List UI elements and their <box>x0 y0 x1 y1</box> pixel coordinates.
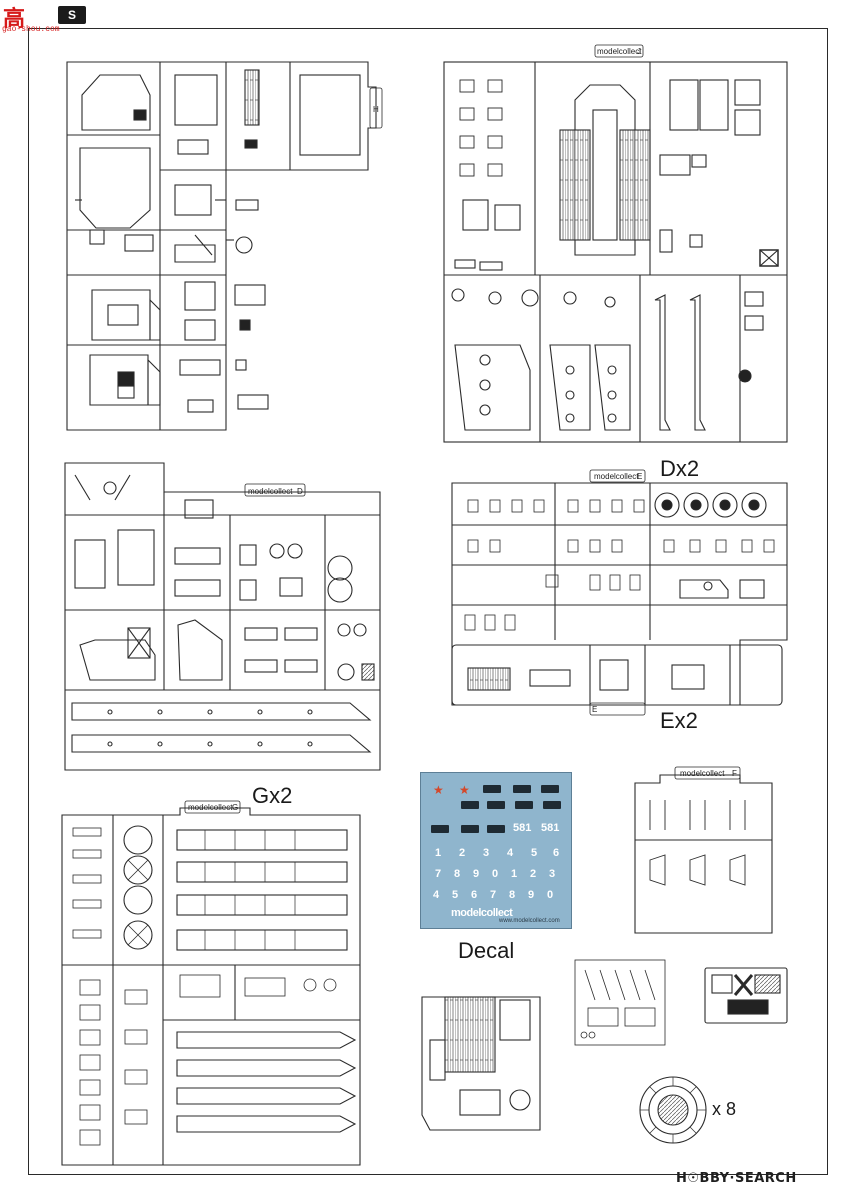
decal-number: 2 <box>530 868 537 880</box>
decal-marking <box>461 825 479 833</box>
decal-number: 4 <box>433 889 440 901</box>
decal-number: 7 <box>490 889 497 901</box>
tag-d-letter: D <box>297 487 303 496</box>
decal-caption: Decal <box>458 938 515 963</box>
decal-number: 3 <box>549 868 556 880</box>
tag-e-letter: E <box>637 472 642 481</box>
tag-e2-letter: E <box>592 705 597 714</box>
logo-url: gao-shou.com <box>2 25 60 34</box>
decal-number: 1 <box>511 868 518 880</box>
tag-f-letter: F <box>732 769 737 778</box>
footer-logo[interactable]: H☉BBY·SEARCH <box>676 1171 797 1186</box>
tag-j-brand: modelcollect <box>597 47 642 56</box>
decal-number: 8 <box>509 889 516 901</box>
decal-number: 6 <box>471 889 478 901</box>
wheel-multiplier: x 8 <box>712 1099 737 1119</box>
decal-marking <box>543 801 561 809</box>
page-frame <box>28 28 828 1175</box>
decal-number: 3 <box>483 847 490 859</box>
sprue-label-d: Dx2 <box>660 456 700 481</box>
tag-g-brand: modelcollect <box>188 803 233 812</box>
decal-number: 6 <box>553 847 560 859</box>
tag-h-letter: H <box>373 105 379 114</box>
decal-number: 9 <box>528 889 535 901</box>
wheel-part <box>639 1076 707 1144</box>
decal-number: 0 <box>547 889 554 901</box>
sprue-j <box>443 61 788 443</box>
decal-brand: modelcollect <box>451 907 513 919</box>
decal-number: 7 <box>435 868 442 880</box>
decal-number: 2 <box>459 847 466 859</box>
tag-d-brand: modelcollect <box>248 487 293 496</box>
hull-number: 581 <box>513 822 532 834</box>
decal-number: 1 <box>435 847 442 859</box>
logo-glyph: 高 <box>3 7 27 32</box>
tag-f-brand: modelcollect <box>680 769 725 778</box>
decal-marking <box>461 801 479 809</box>
decal-marking <box>483 785 501 793</box>
decal-number: 4 <box>507 847 514 859</box>
sprue-g <box>61 807 361 1166</box>
decal-marking <box>487 801 505 809</box>
tag-j-letter: J <box>637 47 641 56</box>
decal-marking <box>515 801 533 809</box>
decal-number: 8 <box>454 868 461 880</box>
sprue-label-g: Gx2 <box>252 783 293 808</box>
sprue-d <box>64 462 381 771</box>
decal-marking <box>541 785 559 793</box>
sprue-label-e: Ex2 <box>660 708 698 733</box>
decal-number: 5 <box>531 847 538 859</box>
photo-etch-1 <box>574 959 666 1046</box>
hull-part <box>421 996 541 1131</box>
photo-etch-2 <box>704 967 788 1024</box>
logo-badge: S <box>58 6 86 24</box>
decal-marking <box>513 785 531 793</box>
sprue-f <box>634 774 773 934</box>
decal-marking <box>487 825 505 833</box>
decal-fine-print: www.modelcollect.com <box>499 918 560 924</box>
tag-e-brand: modelcollect <box>594 472 639 481</box>
decal-number: 9 <box>473 868 480 880</box>
sprue-e <box>451 482 788 706</box>
decal-sheet: ★ ★ 581 581 1 2 3 4 5 6 7 8 9 0 1 2 3 4 … <box>420 772 572 929</box>
sprue-tags <box>184 44 741 814</box>
site-logo[interactable]: 高 S gao-shou.com <box>0 0 92 36</box>
hull-number: 581 <box>541 822 560 834</box>
star-icon: ★ <box>433 783 444 797</box>
decal-number: 5 <box>452 889 459 901</box>
tag-g-letter: G <box>232 803 238 812</box>
decal-number: 0 <box>492 868 499 880</box>
star-icon: ★ <box>459 783 470 797</box>
sprue-h <box>66 61 377 431</box>
decal-marking <box>431 825 449 833</box>
